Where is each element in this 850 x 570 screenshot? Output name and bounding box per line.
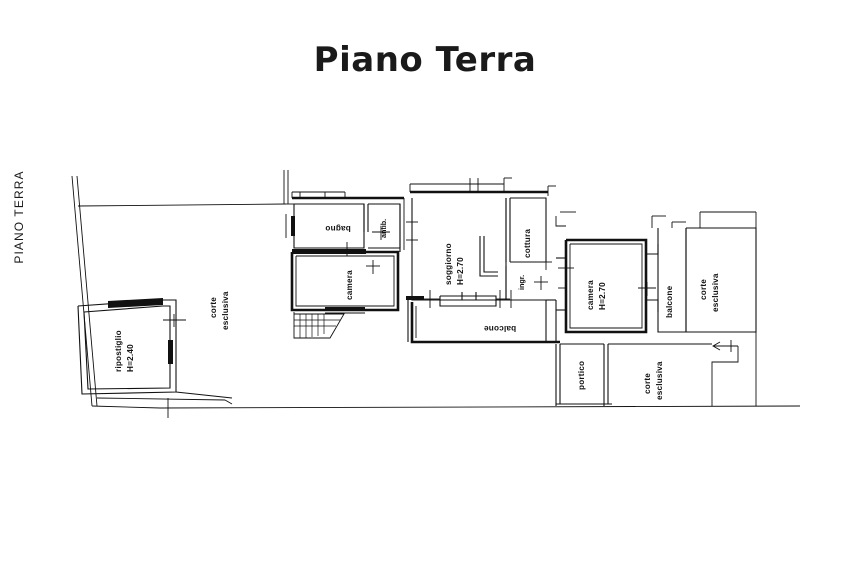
entry-arrow-icon [712,340,738,352]
label-antibagno: antib. [379,219,388,238]
label-ingresso: ingr. [517,275,526,290]
block-left-apartment [283,170,405,314]
block-right-bedroom [555,211,659,334]
label-corte-esclusiva-bottom-1: corte [643,373,652,394]
label-corte-esclusiva-left-1: corte [209,297,218,318]
site-boundary [71,175,801,418]
room-labels: ripostiglio H=2.40 corte esclusiva bagno… [114,219,720,400]
label-bagno: bagno [325,224,351,233]
label-ripostiglio: ripostiglio [114,330,123,372]
label-soggiorno-height: H=2.70 [456,257,465,285]
label-corte-esclusiva-right-1: corte [699,279,708,300]
label-balcone-left: balcone [484,324,517,333]
staircase [293,312,345,339]
block-portico-bottom [555,343,712,406]
label-soggiorno: soggiorno [444,243,453,285]
label-corte-esclusiva-left-2: esclusiva [221,291,230,330]
label-camera-right-height: H=2.70 [598,282,607,310]
block-central-apartment [406,177,560,344]
label-balcone-right: balcone [665,285,674,318]
block-right-court [651,211,757,406]
label-corte-esclusiva-right-2: esclusiva [711,273,720,312]
label-camera-left: camera [345,270,354,300]
room-ripostiglio [77,298,233,399]
courtyard-upper-edge [77,203,296,207]
label-corte-esclusiva-bottom-2: esclusiva [655,361,664,400]
label-cottura: cottura [523,229,532,258]
label-portico: portico [577,361,586,390]
label-ripostiglio-height: H=2.40 [126,344,135,372]
page-title: Piano Terra [313,40,537,80]
label-camera-right: camera [586,280,595,310]
